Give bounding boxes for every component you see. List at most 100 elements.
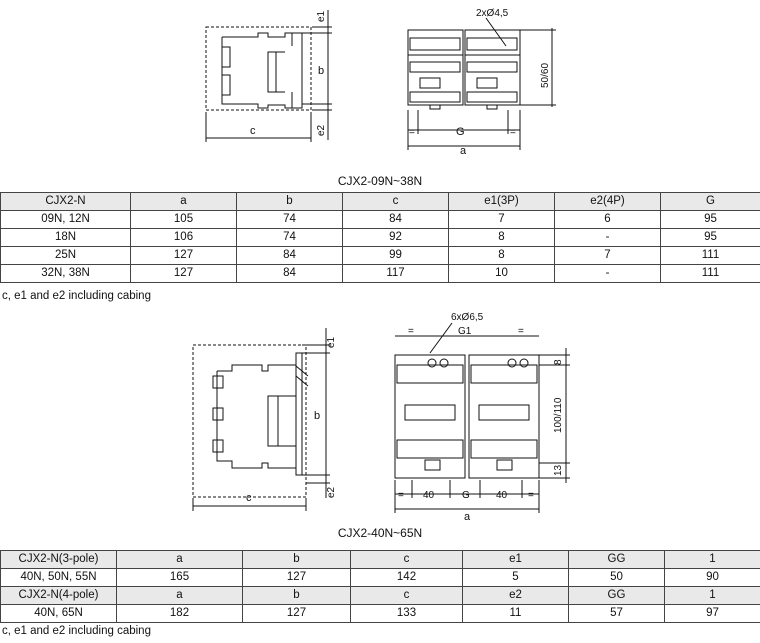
dim-40-right: 40	[496, 490, 508, 501]
dim-e2-large: e2	[326, 486, 337, 498]
table-cell: 84	[236, 246, 343, 265]
table-cell: 92	[342, 228, 449, 247]
table-header-cell: c	[342, 192, 449, 211]
table-cell: 11	[462, 604, 569, 623]
caption-cjx2-09n-38n: CJX2-09N~38N	[337, 174, 423, 188]
table-cell: 40N, 65N	[0, 604, 117, 623]
dim-b-large: b	[314, 410, 320, 422]
dim-b: b	[318, 65, 324, 77]
table-header-cell: a	[116, 550, 243, 569]
table-header-cell: CJX2-N	[0, 192, 131, 211]
table-header-row-4pole: CJX2-N(4-pole) a b c e2 GG 1	[0, 586, 760, 605]
table-header-cell: 1	[664, 586, 760, 605]
dim-eq-bottom-left: =	[398, 490, 404, 501]
table-header-cell: G	[660, 192, 760, 211]
table-cell: 105	[130, 210, 237, 229]
dim-e1-large: e1	[326, 336, 337, 348]
dim-G-small: G	[456, 126, 465, 138]
table-cell: 7	[448, 210, 555, 229]
table-cell: 165	[116, 568, 243, 587]
table-header-cell: b	[236, 192, 343, 211]
table-row: 40N, 50N, 55N 165 127 142 5 50 90	[0, 568, 760, 587]
table-cell: 90	[664, 568, 760, 587]
table-cell: 40N, 50N, 55N	[0, 568, 117, 587]
front-view-large	[394, 322, 570, 513]
dim-e1: e1	[316, 10, 327, 22]
table-row: 09N, 12N 105 74 84 7 6 95	[0, 210, 760, 229]
table-header-cell: b	[242, 550, 351, 569]
table-cell: 74	[236, 228, 343, 247]
dim-G-large: G	[462, 490, 470, 501]
dim-height-large: 100/110	[553, 397, 564, 433]
table-cell: 5	[462, 568, 569, 587]
table-header-cell: CJX2-N(3-pole)	[0, 550, 117, 569]
dim-eq-top-left: =	[408, 326, 414, 337]
table-header-cell: 1	[664, 550, 760, 569]
table-cell: 7	[554, 246, 661, 265]
table-cell: 127	[242, 604, 351, 623]
drawing-cjx2-09n-38n: e1 b e2 c 2xØ4,5 50/60 = G = a	[205, 8, 556, 157]
caption-cjx2-40n-65n: CJX2-40N~65N	[337, 526, 423, 540]
table-cell: 97	[664, 604, 760, 623]
table-header-row: CJX2-N a b c e1(3P) e2(4P) G	[0, 192, 760, 211]
table-cell: 127	[242, 568, 351, 587]
table-header-cell: GG	[568, 550, 665, 569]
table-header-cell: a	[116, 586, 243, 605]
table-cell: 6	[554, 210, 661, 229]
dim-eq-right: =	[510, 127, 516, 138]
table-cell: 18N	[0, 228, 131, 247]
table-header-row-3pole: CJX2-N(3-pole) a b c e1 GG 1	[0, 550, 760, 569]
table-header-cell: e2	[462, 586, 569, 605]
table-cell: 142	[350, 568, 463, 587]
table-header-cell: c	[350, 586, 463, 605]
table-cell: 50	[568, 568, 665, 587]
table-header-cell: e1	[462, 550, 569, 569]
table-header-cell: b	[242, 586, 351, 605]
note-cabling-1: c, e1 and e2 including cabing	[2, 290, 151, 302]
side-view-large	[192, 328, 330, 511]
table-cell: -	[554, 264, 661, 283]
table-cell: 99	[342, 246, 449, 265]
table-cell: 84	[236, 264, 343, 283]
table-row: 25N 127 84 99 8 7 111	[0, 246, 760, 265]
table-cell: 127	[130, 264, 237, 283]
table-header-cell: e2(4P)	[554, 192, 661, 211]
table-cell: -	[554, 228, 661, 247]
table-cell: 95	[660, 210, 760, 229]
dim-height-small: 50/60	[540, 63, 551, 88]
side-view-small	[205, 10, 332, 142]
dim-40-left: 40	[423, 490, 435, 501]
dim-hole-small: 2xØ4,5	[476, 8, 509, 19]
dim-a-small: a	[460, 145, 467, 157]
table-header-cell: a	[130, 192, 237, 211]
table-header-cell: c	[350, 550, 463, 569]
table-cell: 57	[568, 604, 665, 623]
table-cell: 111	[660, 264, 760, 283]
dim-c: c	[250, 125, 256, 137]
table-cell: 84	[342, 210, 449, 229]
table-header-cell: e1(3P)	[448, 192, 555, 211]
dim-eq-bottom-right: =	[528, 490, 534, 501]
table-cell: 8	[448, 228, 555, 247]
table-row: 40N, 65N 182 127 133 11 57 97	[0, 604, 760, 623]
table-cell: 127	[130, 246, 237, 265]
dim-bottom-13: 13	[553, 464, 564, 476]
table-row: 32N, 38N 127 84 117 10 - 111	[0, 264, 760, 283]
dim-c-large: c	[246, 492, 252, 504]
dim-G1: G1	[458, 326, 472, 337]
note-cabling-2: c, e1 and e2 including cabing	[2, 625, 151, 637]
table-cell: 32N, 38N	[0, 264, 131, 283]
dim-top-8: 8	[553, 359, 564, 365]
table-cell: 25N	[0, 246, 131, 265]
table-header-cell: GG	[568, 586, 665, 605]
dim-hole-large: 6xØ6,5	[451, 312, 484, 323]
table-cjx2-40n-65n: CJX2-N(3-pole) a b c e1 GG 1 40N, 50N, 5…	[0, 550, 760, 623]
table-cell: 111	[660, 246, 760, 265]
table-cell: 133	[350, 604, 463, 623]
table-cell: 182	[116, 604, 243, 623]
front-view-small	[407, 17, 556, 150]
dim-e2: e2	[316, 124, 327, 136]
table-header-cell: CJX2-N(4-pole)	[0, 586, 117, 605]
table-cell: 74	[236, 210, 343, 229]
table-cell: 106	[130, 228, 237, 247]
